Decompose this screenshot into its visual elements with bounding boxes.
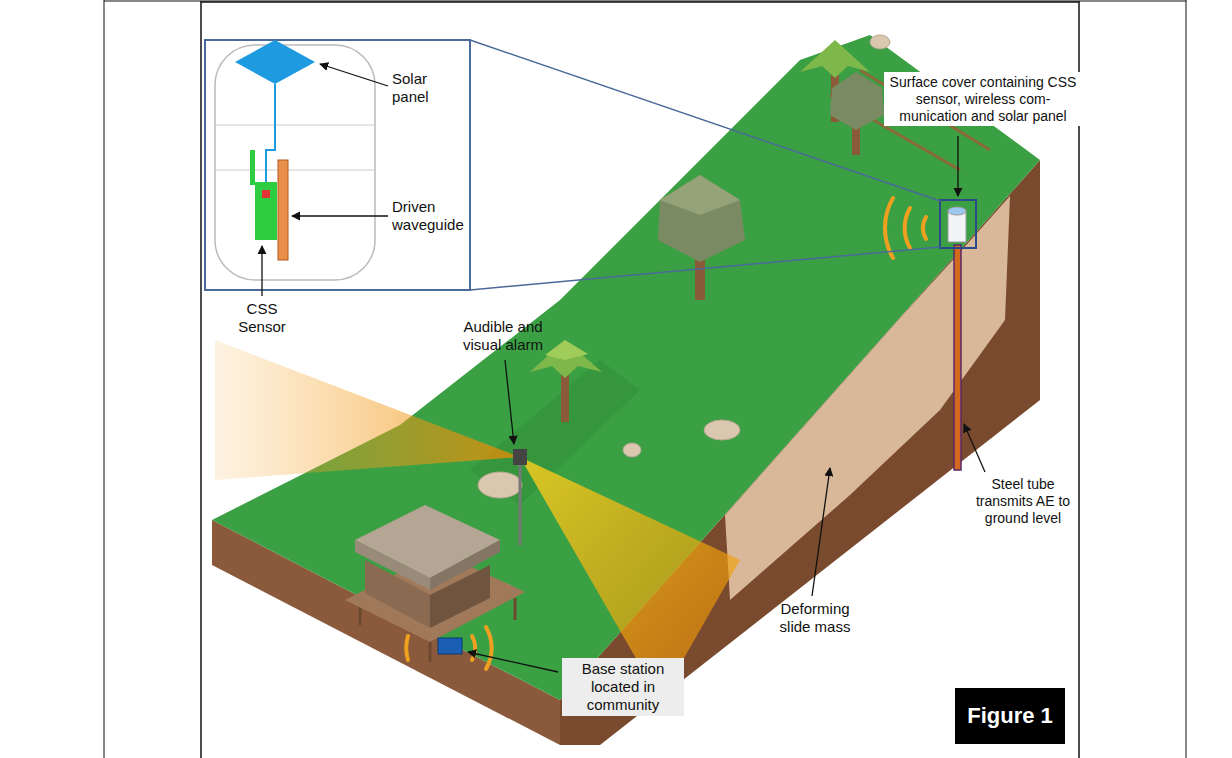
callout-label: Steel tube transmits AE to ground level	[970, 476, 1076, 526]
callout-label: Surface cover containing CSS sensor, wir…	[884, 72, 1082, 126]
callout-label: Audible and visual alarm	[455, 318, 551, 354]
callout-label: Driven waveguide	[392, 198, 468, 234]
community-house	[345, 449, 527, 662]
callout-label: Base station located in community	[562, 658, 684, 716]
figure-number: Figure 1	[967, 703, 1053, 729]
label-text: Audible and visual alarm	[455, 318, 551, 354]
label-text: CSS Sensor	[228, 300, 296, 336]
steel-tube	[940, 200, 976, 470]
label-text: Steel tube transmits AE to ground level	[970, 476, 1076, 526]
tree	[530, 40, 884, 422]
page-frame	[104, 0, 1186, 758]
label-text: Solar panel	[392, 70, 464, 106]
alarm-light-beam	[215, 340, 520, 480]
label-text: Deforming slide mass	[765, 600, 865, 636]
callout-label: CSS Sensor	[228, 300, 296, 336]
leader-arrows	[262, 64, 985, 672]
label-text: Driven waveguide	[392, 198, 468, 234]
callout-label: Deforming slide mass	[765, 600, 865, 636]
callout-label: Solar panel	[392, 70, 464, 106]
figure-badge: Figure 1	[955, 688, 1065, 744]
label-text: Surface cover containing CSS sensor, wir…	[886, 74, 1080, 124]
signal-waves	[406, 198, 926, 669]
rock	[478, 35, 890, 596]
label-text: Base station located in community	[564, 660, 682, 714]
sensor-inset	[205, 40, 940, 290]
